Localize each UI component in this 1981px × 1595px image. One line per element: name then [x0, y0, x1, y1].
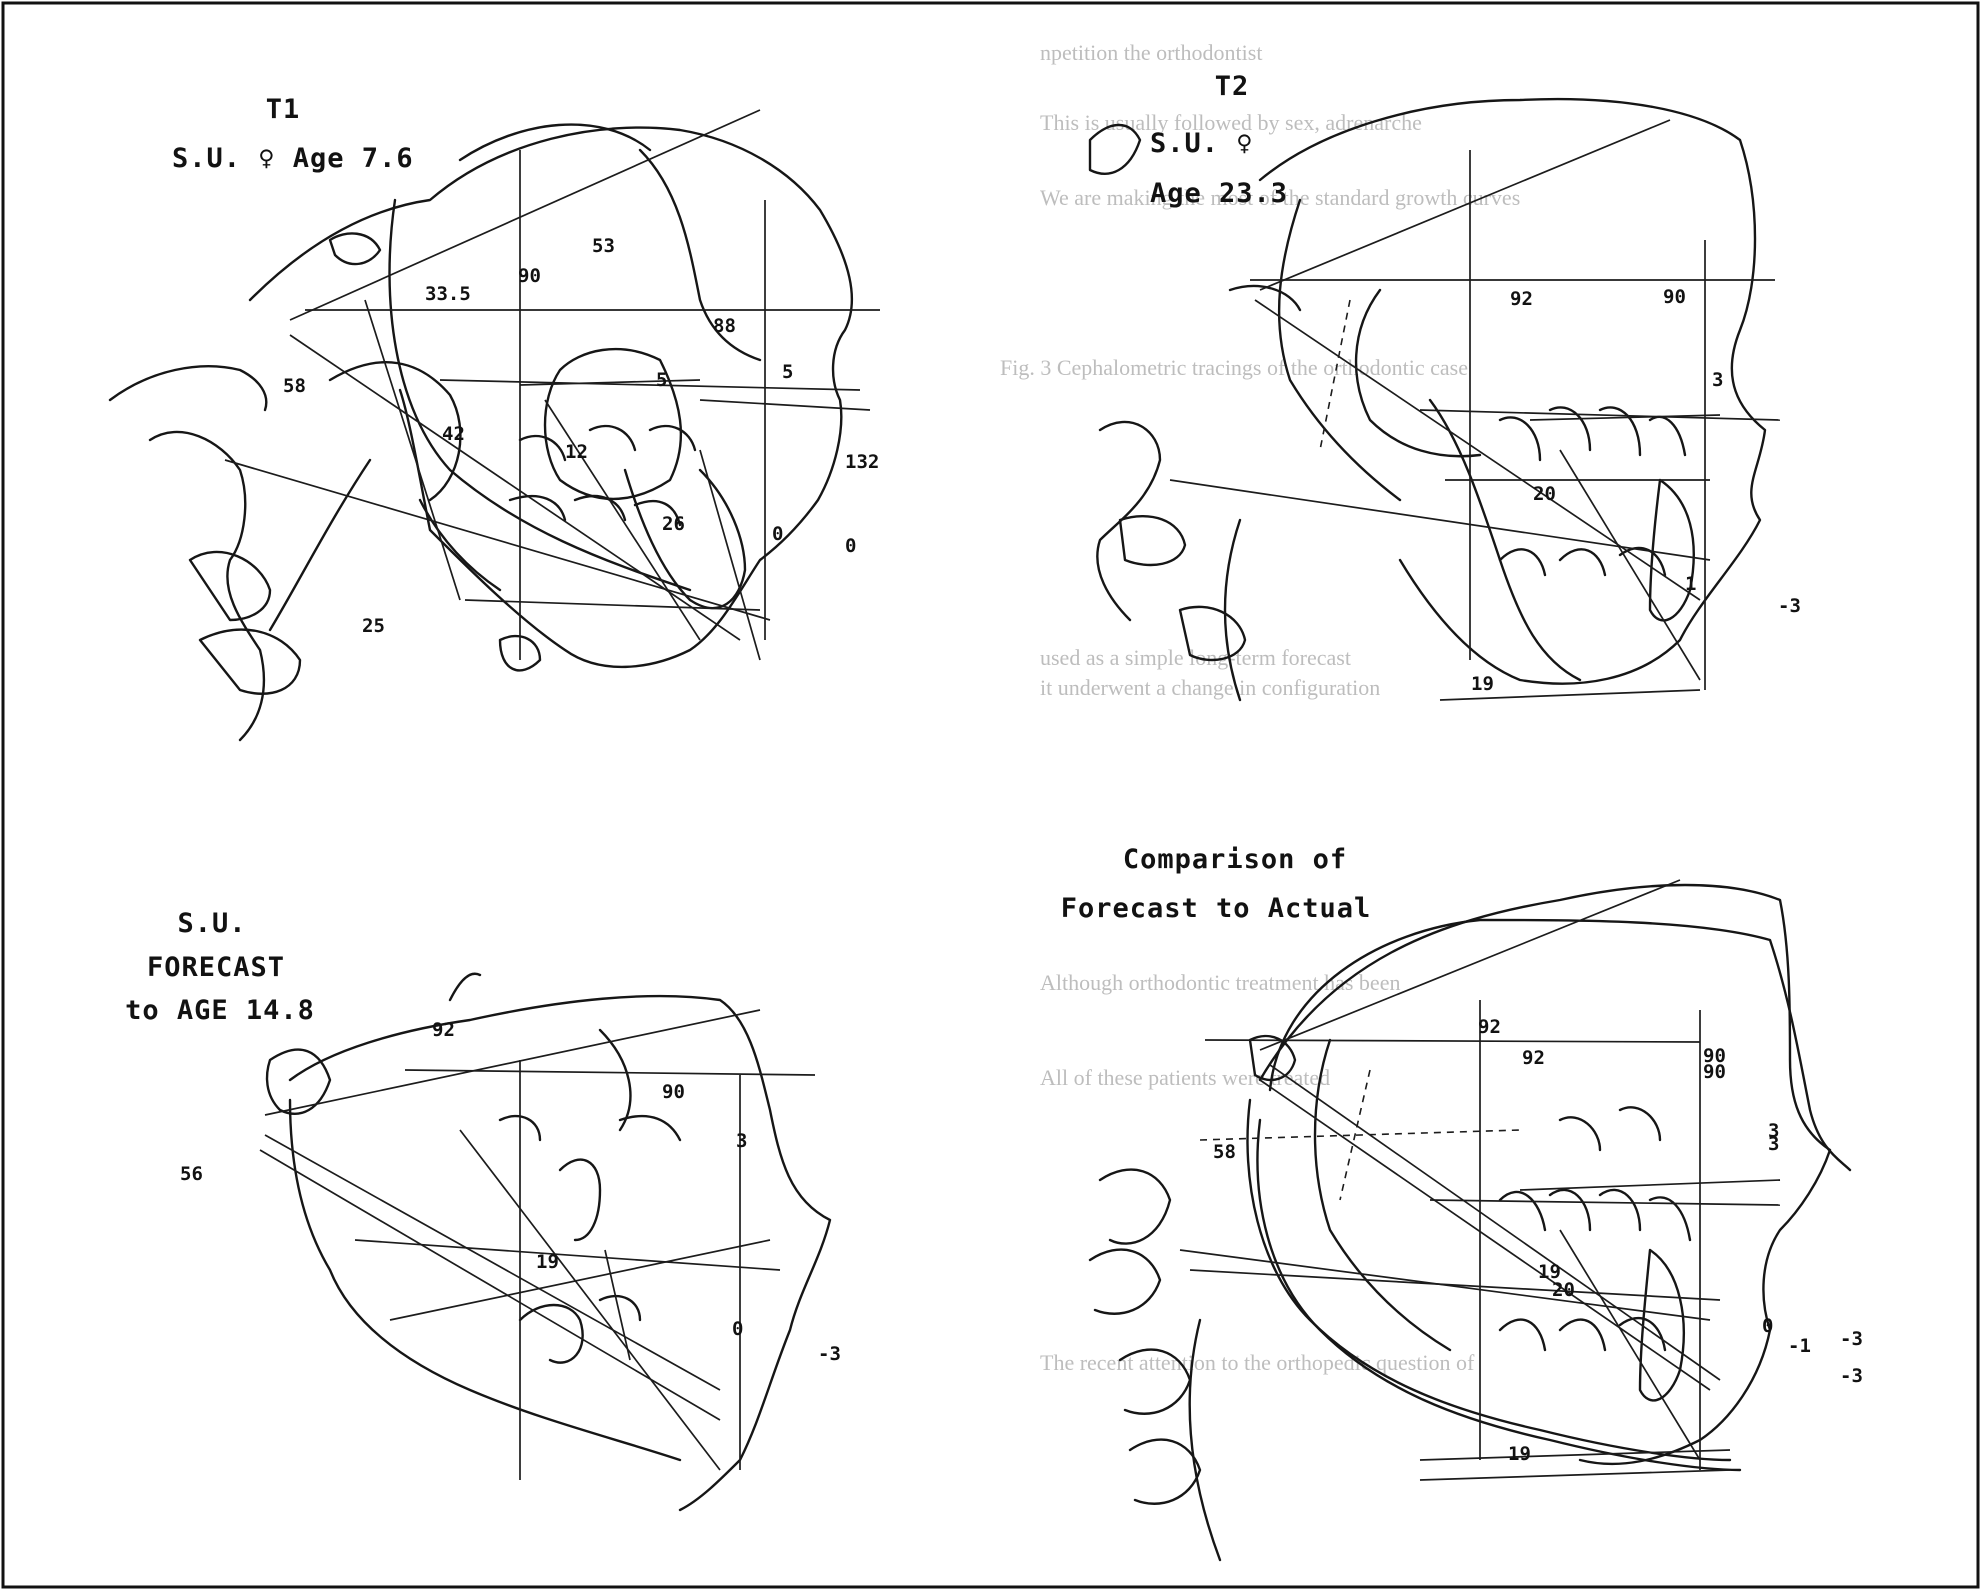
measurement-label: -1	[1788, 1335, 1811, 1357]
panel-subtitle: FORECAST	[147, 952, 285, 983]
titles-forecast: S.U. FORECAST to AGE 14.8	[125, 908, 315, 1026]
measurement-label: 12	[565, 441, 588, 463]
reference-lines-forecast	[259, 1009, 816, 1480]
titles-t2: T2 S.U. ♀ Age 23.3	[1150, 71, 1288, 209]
measurement-label: 0	[1762, 1315, 1773, 1337]
measurement-label: 42	[442, 423, 465, 445]
reference-lines-comparison	[1179, 879, 1781, 1481]
measurement-label: 92	[432, 1019, 455, 1041]
measurement-label: 90	[1703, 1045, 1726, 1067]
tracing-comparison	[1088, 883, 1852, 1562]
show-through-text: npetition the orthodontist This is usual…	[1000, 40, 1520, 1375]
measurement-label: 90	[1703, 1061, 1726, 1083]
reference-lines-t2	[1169, 119, 1781, 701]
measurement-label: 0	[772, 523, 783, 545]
ghost-line: We are making the most of the standard g…	[1040, 185, 1520, 210]
panel-subtitle: Forecast to Actual	[1061, 893, 1372, 924]
panel-subtitle: to AGE 14.8	[125, 995, 315, 1026]
measurement-label: 53	[592, 235, 615, 257]
tracing-forecast	[265, 972, 832, 1512]
measurement-label: 58	[283, 375, 306, 397]
titles-comparison: Comparison of Forecast to Actual	[1061, 844, 1372, 924]
measurement-label: 58	[1213, 1141, 1236, 1163]
measurement-label: 1	[1685, 573, 1696, 595]
measurement-label: 90	[1663, 286, 1686, 308]
measurement-label: 0	[845, 535, 856, 557]
panel-title: T1	[266, 94, 301, 125]
panel-title: Comparison of	[1123, 844, 1347, 875]
measurements-comparison: 92 92 90 90 58 3 3 19 20 0 -1 -3 -3 19	[1213, 1016, 1863, 1465]
panel-title: S.U.	[177, 908, 246, 939]
titles-t1: T1 S.U. ♀ Age 7.6	[172, 94, 414, 174]
measurement-label: 19	[1471, 673, 1494, 695]
panel-subtitle: S.U. ♀	[1150, 128, 1254, 159]
measurement-label: 56	[180, 1163, 203, 1185]
measurement-label: 25	[362, 615, 385, 637]
measurement-label: 19	[1538, 1261, 1561, 1283]
ghost-line: The recent attention to the orthopedic q…	[1040, 1350, 1475, 1375]
measurements-forecast: 92 90 56 3 19 0 -3	[180, 1019, 841, 1365]
measurement-label: 92	[1510, 288, 1533, 310]
panel-forecast: S.U. FORECAST to AGE 14.8 92 90 56 3 19 …	[125, 908, 841, 1512]
measurement-label: 3	[736, 1130, 747, 1152]
measurement-label: 19	[536, 1251, 559, 1273]
measurement-label: -3	[1840, 1328, 1863, 1350]
ghost-line: Fig. 3 Cephalometric tracings of the ort…	[1000, 355, 1468, 380]
panel-subtitle: Age 23.3	[1150, 178, 1288, 209]
measurements-t2: 92 90 3 20 1 -3 19	[1471, 286, 1801, 695]
measurement-label: 26	[662, 513, 685, 535]
measurement-label: 5	[782, 361, 793, 383]
measurement-label: 33.5	[425, 283, 471, 305]
ghost-line: This is usually followed by sex, adrenar…	[1040, 110, 1422, 135]
measurement-label: 132	[845, 451, 879, 473]
measurement-label: -3	[1778, 595, 1801, 617]
measurement-label: 5	[656, 369, 667, 391]
measurement-label: 20	[1552, 1279, 1575, 1301]
measurements-t1: 33.5 90 53 88 58 42 12 5 5 132 26 0 0 25	[283, 235, 879, 637]
panel-title: T2	[1215, 71, 1250, 102]
measurement-label: 90	[662, 1081, 685, 1103]
measurement-label: 3	[1712, 369, 1723, 391]
ghost-line: it underwent a change in configuration	[1040, 675, 1380, 700]
measurement-label: 3	[1768, 1120, 1779, 1142]
panel-t1: T1 S.U. ♀ Age 7.6 33.5 90 53 88 58 42 12…	[108, 94, 880, 742]
measurement-label: 92	[1478, 1016, 1501, 1038]
measurement-label: 20	[1533, 483, 1556, 505]
measurement-label: 0	[732, 1318, 743, 1340]
panel-t2: T2 S.U. ♀ Age 23.3 92 90 3 20 1 -3 19	[1088, 71, 1801, 702]
tracing-t1	[108, 123, 854, 742]
measurement-label: 3	[1768, 1133, 1779, 1155]
measurement-label: 19	[1508, 1443, 1531, 1465]
measurement-label: 88	[713, 315, 736, 337]
panel-subtitle: S.U. ♀ Age 7.6	[172, 143, 414, 174]
measurement-label: 92	[1522, 1047, 1545, 1069]
ghost-line: npetition the orthodontist	[1040, 40, 1262, 65]
measurement-label: 90	[518, 265, 541, 287]
reference-lines-t1	[224, 109, 880, 661]
ghost-line: Although orthodontic treatment has been	[1040, 970, 1400, 995]
panel-comparison: Comparison of Forecast to Actual 92 92 9…	[1061, 844, 1863, 1562]
measurement-label: -3	[1840, 1365, 1863, 1387]
measurement-label: -3	[818, 1343, 841, 1365]
